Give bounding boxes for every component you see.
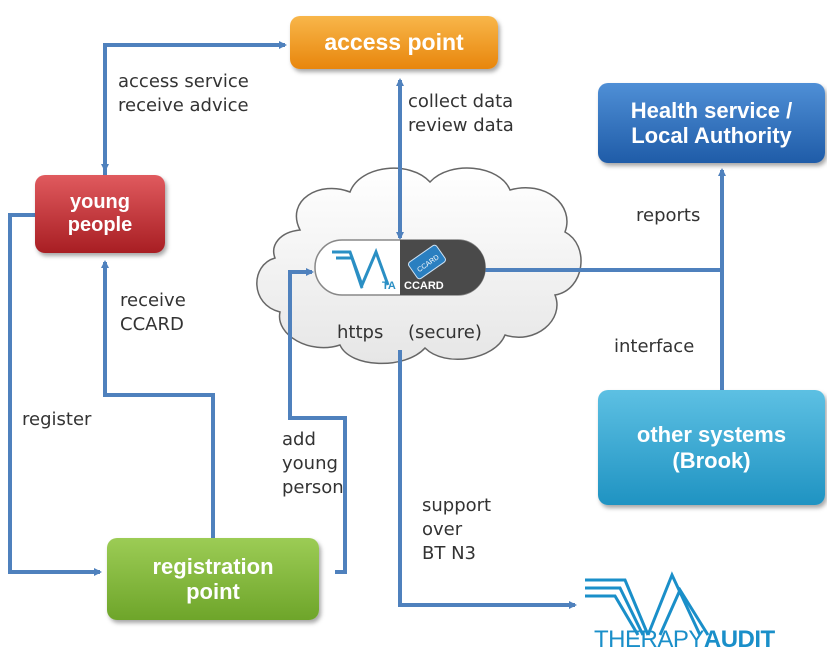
therapy-audit-wordmark: THERAPYAUDIT <box>594 626 775 654</box>
label-secure: (secure) <box>408 322 482 343</box>
registration-point-node: registration point <box>107 538 319 620</box>
label-collect-data: collect data review data <box>408 91 514 136</box>
label-https: https <box>337 322 384 343</box>
other-systems-node: other systems (Brook) <box>598 390 825 505</box>
taccard-logo: TA CCARD CCARD <box>314 239 486 296</box>
therapy-audit-logo-mark <box>585 571 710 636</box>
edge-support <box>398 350 577 609</box>
label-register: register <box>22 409 92 430</box>
young-people-label: young people <box>67 191 133 236</box>
logo-left-text: TA <box>382 280 396 292</box>
label-add-young-person: add young person <box>282 429 344 498</box>
health-service-node: Health service / Local Authority <box>598 83 825 163</box>
label-interface: interface <box>614 336 695 357</box>
edge-register <box>8 213 102 576</box>
logo-right-text: CCARD <box>404 280 444 292</box>
other-systems-label: other systems (Brook) <box>636 422 787 473</box>
label-reports: reports <box>636 205 701 226</box>
access-point-label: access point <box>324 29 464 56</box>
label-support: support over BT N3 <box>422 495 492 564</box>
young-people-node: young people <box>35 175 165 253</box>
edge-receive-ccard <box>101 260 215 540</box>
label-access-service: access service receive advice <box>118 71 249 116</box>
access-point-node: access point <box>290 16 498 69</box>
connectors <box>8 41 726 609</box>
edge-add-young-person <box>288 268 347 574</box>
logo-therapy-text: THERAPY <box>594 626 704 653</box>
registration-point-label: registration point <box>152 553 274 604</box>
label-receive-ccard: receive CCARD <box>120 290 186 335</box>
logo-audit-text: AUDIT <box>703 626 775 653</box>
health-service-label: Health service / Local Authority <box>630 97 793 148</box>
